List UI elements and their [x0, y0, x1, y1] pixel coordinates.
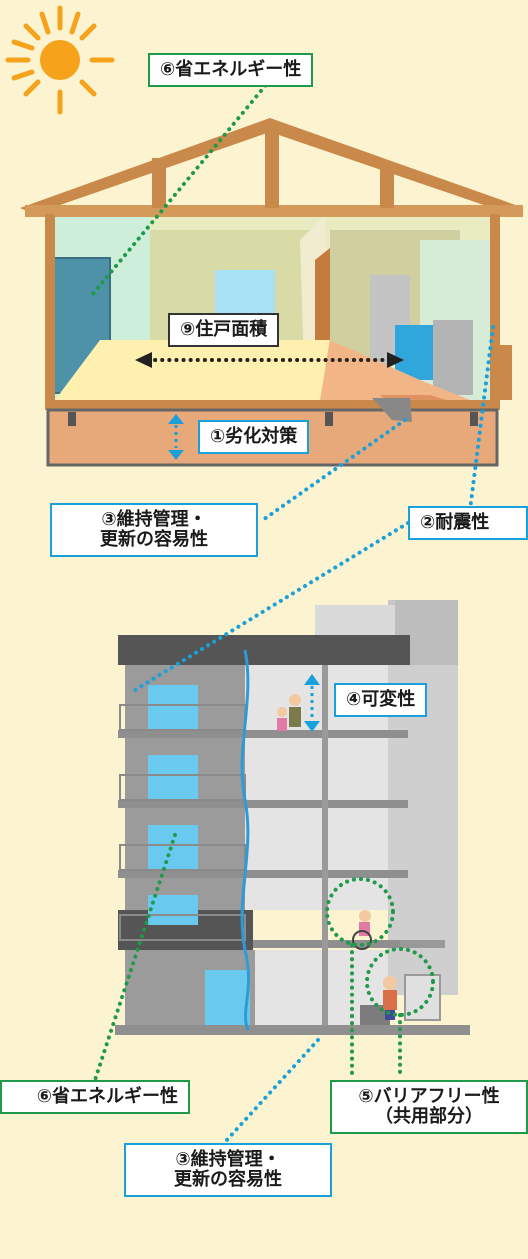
- label-deterioration: ①劣化対策: [198, 420, 310, 454]
- house-illustration: [20, 118, 524, 467]
- floor-area-arrow: [135, 352, 404, 368]
- elderly-person-icon: [383, 976, 397, 1020]
- label-maintenance-apartment: ③維持管理・ 更新の容易性: [124, 1143, 332, 1197]
- label-energy-apartment: ⑥省エネルギー性: [0, 1080, 190, 1114]
- family-icon: [277, 694, 301, 731]
- apartment-illustration: [115, 600, 470, 1035]
- label-seismic: ②耐震性: [408, 506, 528, 540]
- label-maintenance-house-line2: 更新の容易性: [100, 529, 208, 550]
- label-floor-area: ⑨住戸面積: [168, 313, 280, 347]
- label-variability: ④可変性: [334, 683, 428, 717]
- deterioration-arrow: [168, 414, 184, 460]
- label-maintenance-apartment-line1: ③維持管理・: [175, 1149, 281, 1170]
- wheelchair-person-icon: [352, 910, 372, 950]
- label-barrier-free: ⑤バリアフリー性 （共用部分）: [330, 1080, 528, 1134]
- variability-arrow: [304, 674, 320, 732]
- label-maintenance-house-line1: ③維持管理・: [101, 509, 207, 530]
- label-barrier-free-line2: （共用部分）: [375, 1106, 483, 1127]
- label-maintenance-house: ③維持管理・ 更新の容易性: [50, 503, 258, 557]
- label-maintenance-apartment-line2: 更新の容易性: [174, 1169, 282, 1190]
- label-energy-house: ⑥省エネルギー性: [148, 53, 314, 87]
- sun-icon: [5, 5, 115, 115]
- label-barrier-free-line1: ⑤バリアフリー性: [358, 1086, 500, 1107]
